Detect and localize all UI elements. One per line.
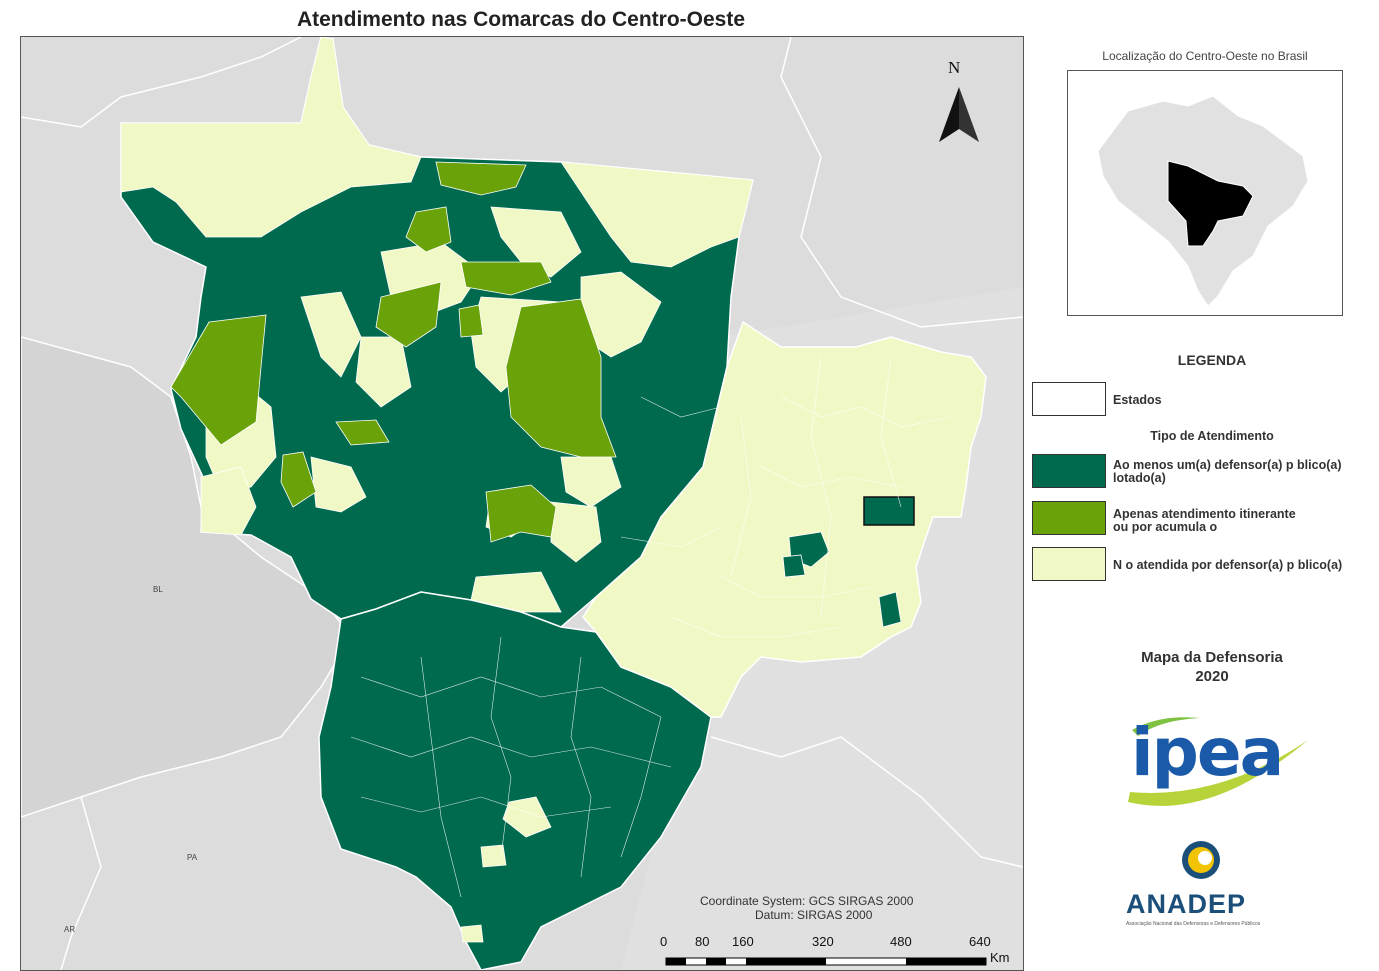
scale-tick-320: 320 [812,934,834,949]
credit-line-2: 2020 [1195,668,1229,685]
border-line-3 [60,796,102,970]
mid-zone-8 [335,419,390,446]
inset-title: Localização do Centro-Oeste no Brasil [1102,49,1308,63]
legend-label-light-green: N o atendida por defensor(a) p blico(a) [1113,558,1343,572]
border-line-2 [710,736,1023,868]
scale-tick-80: 80 [695,934,710,949]
anadep-tagline: Associação Nacional das Defensoras e Def… [1126,921,1261,927]
legend-label-states: Estados [1113,393,1162,407]
legend-swatch-dark-green [1032,454,1106,488]
scale-tick-480: 480 [890,934,912,949]
legend-item-1-line1: Ao menos um(a) defensor(a) p blico(a) [1113,458,1342,472]
credit-line-1: Mapa da Defensoria [1141,649,1283,666]
mid-zone-10 [485,484,557,543]
legend-item-2-line2: ou por acumula o [1113,520,1218,534]
light-zone-ms-2 [480,844,507,868]
dark-zone-go-2 [782,554,806,578]
mid-zone-7 [170,314,267,446]
light-zone-ms-3 [460,924,484,943]
scale-tick-160: 160 [732,934,754,949]
light-zone-6 [300,291,362,378]
map-svg [21,37,1023,970]
distrito-federal [863,496,915,526]
scale-tick-640: 640 [969,934,991,949]
inset-svg [1097,95,1309,307]
legend-label-dark-green: Ao menos um(a) defensor(a) p blico(a) lo… [1113,459,1342,485]
light-zone-2 [490,206,582,278]
map-canvas[interactable] [20,36,1024,971]
anadep-logo-text: ANADEP [1126,889,1247,919]
municipal-lines [350,356,952,898]
centro-oeste-highlight [1167,160,1254,247]
light-zone-ms-1 [502,796,552,838]
legend-swatch-light-green [1032,547,1106,581]
scale-unit: Km [990,950,1010,965]
legend-swatch-states [1032,382,1106,416]
mid-zone-6 [505,298,617,458]
border-line-1 [780,37,1023,328]
anadep-logo-mark [1182,841,1220,879]
scale-tick-0: 0 [660,934,668,949]
legend-item-2-line1: Apenas atendimento itinerante [1113,507,1296,521]
border-line-4 [21,37,302,128]
mid-zone-1 [435,161,527,196]
coordinate-system-text: Coordinate System: GCS SIRGAS 2000 [700,894,914,908]
light-zone-northeast [560,161,754,268]
country-label-ar: AR [64,925,76,934]
legend-label-mid-green: Apenas atendimento itinerante ou por acu… [1113,508,1296,534]
dark-zone-go-3 [878,591,902,628]
light-zone-10 [310,456,367,513]
mid-zone-2 [405,206,452,253]
legend-swatch-mid-green [1032,501,1106,535]
ipea-logo-text: ipea [1131,714,1284,791]
scale-bar [665,957,987,966]
light-zone-north [120,37,422,238]
mid-zone-3 [460,261,552,296]
light-zone-14 [470,571,562,613]
coordinate-system-note: Coordinate System: GCS SIRGAS 2000 Datum… [700,894,913,922]
country-label-bl: BL [153,585,163,594]
ipea-logo-swoosh [1128,717,1308,806]
north-arrow [939,87,979,142]
datum-text: Datum: SIRGAS 2000 [755,908,873,922]
mid-zone-5 [458,304,484,338]
legend-subtitle: Tipo de Atendimento [1150,429,1274,443]
map-title: Atendimento nas Comarcas do Centro-Oeste [296,8,746,31]
country-label-pa: PA [187,853,198,862]
north-label: N [948,58,961,77]
light-zone-9 [200,466,257,536]
mid-zone-9 [280,451,317,508]
legend-item-1-line2: lotado(a) [1113,471,1166,485]
legend-title: LEGENDA [1177,352,1247,368]
mato-grosso-do-sul-state [318,591,712,970]
mid-zone-4 [375,281,442,348]
inset-map [1067,70,1343,316]
credit-block: Mapa da Defensoria 2020 [1100,648,1324,686]
